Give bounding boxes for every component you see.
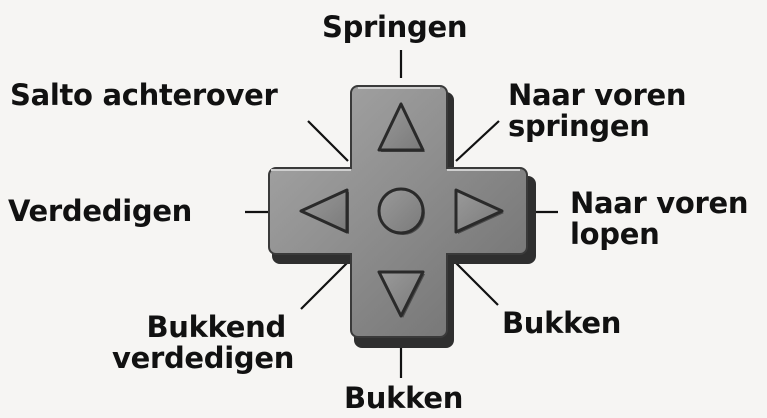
line-up-right [455,120,500,162]
line-down-left [300,262,348,310]
arrow-right-icon [454,188,504,234]
label-up-left: Salto achterover [10,78,278,112]
label-down-left: Bukkend verdedigen [112,310,295,375]
arrow-down-icon [377,270,425,318]
label-down-left-line1: Bukkend [146,310,286,344]
label-up-right: Naar voren springen [508,78,687,143]
label-right: Naar voren lopen [570,186,749,251]
label-up-right-line2: springen [508,109,650,143]
label-down-right: Bukken [502,306,622,340]
connector-lines [245,50,558,378]
label-up: Springen [322,10,468,44]
line-down-right [455,262,499,306]
label-up-right-line1: Naar voren [508,78,687,112]
label-left: Verdedigen [8,194,193,228]
label-right-line1: Naar voren [570,186,749,220]
arrow-left-icon [299,188,349,234]
label-down: Bukken [344,381,464,415]
arrow-up-icon [377,102,425,152]
label-down-left-line2: verdedigen [112,341,295,375]
label-right-line2: lopen [570,217,660,251]
line-up-left [307,120,349,162]
center-button-icon [377,187,425,235]
